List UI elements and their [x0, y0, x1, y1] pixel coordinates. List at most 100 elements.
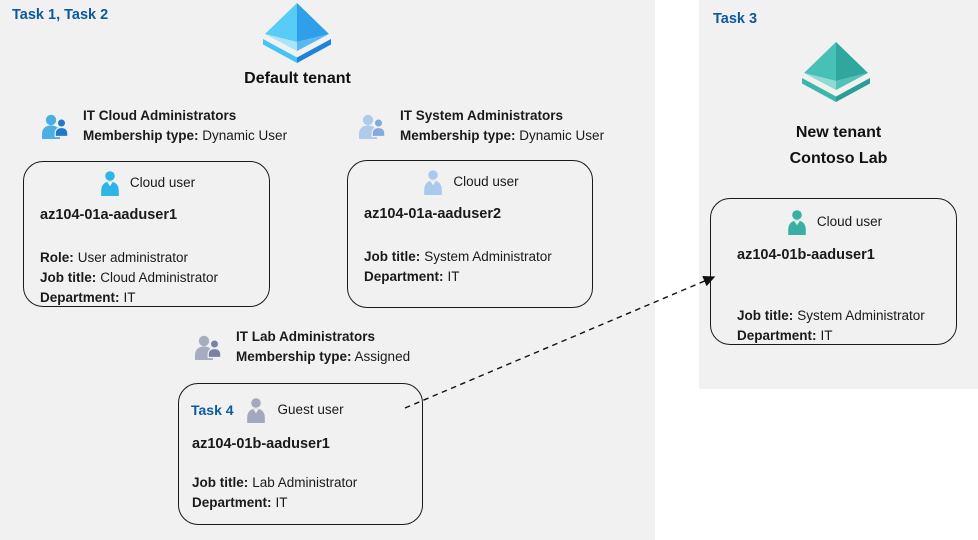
user-type-label: Guest user — [277, 402, 344, 417]
pyramid-base — [263, 39, 297, 63]
pyramid-face — [265, 3, 297, 42]
guest-user-icon — [246, 397, 265, 423]
person-collar — [107, 181, 113, 186]
field-label: Department: — [40, 290, 120, 305]
new-tenant-name-line1: New tenant — [795, 124, 882, 141]
azure-ad-tenant-icon-teal — [802, 42, 870, 102]
pyramid-base — [802, 78, 836, 102]
group-people-icon — [195, 335, 222, 360]
field-value: IT — [820, 328, 833, 343]
username: az104-01b-aaduser1 — [737, 247, 875, 263]
group-membership: Membership type: Assigned — [236, 347, 410, 367]
person-head — [56, 117, 67, 128]
person-head — [209, 338, 220, 349]
pyramid-face — [297, 34, 329, 51]
field-row: Job title:System Administrator — [364, 247, 592, 267]
person-body — [101, 181, 119, 196]
field-value: System Administrator — [797, 308, 925, 323]
pyramid-face — [804, 42, 836, 81]
person-collar — [252, 408, 259, 413]
person-head — [428, 169, 439, 180]
field-value: IT — [123, 290, 136, 305]
default-tenant-panel — [0, 0, 655, 540]
field-row: Department:IT — [364, 267, 592, 287]
username: az104-01a-aaduser2 — [364, 206, 502, 222]
field-value: IT — [275, 495, 288, 510]
field-label: Job title: — [737, 308, 794, 323]
person-body — [788, 220, 806, 235]
person-head — [373, 117, 384, 128]
person-body — [424, 180, 443, 195]
group-people-icon — [42, 114, 69, 139]
field-label: Department: — [192, 495, 272, 510]
card-header: Task 4 Guest user — [179, 396, 422, 423]
person-head — [250, 397, 261, 408]
field-row: Department:IT — [192, 493, 422, 513]
username: az104-01b-aaduser1 — [192, 436, 330, 452]
person-body — [54, 126, 69, 137]
card-header: Cloud user — [24, 169, 269, 196]
membership-label: Membership type: — [400, 128, 516, 143]
field-label: Job title: — [364, 249, 421, 264]
field-row: Job title:System Administrator — [737, 306, 956, 326]
person-head — [198, 335, 210, 346]
person-body — [246, 408, 265, 423]
field-row: Job title:Cloud Administrator — [40, 268, 269, 288]
group-membership: Membership type: Dynamic User — [83, 126, 287, 146]
field-label: Role: — [40, 250, 74, 265]
field-label: Job title: — [40, 270, 97, 285]
membership-value: Dynamic User — [202, 128, 288, 143]
person-head — [105, 170, 115, 181]
group-text: IT System Administrators Membership type… — [400, 106, 604, 146]
person-body — [371, 126, 386, 137]
group-it-cloud-administrators: IT Cloud Administrators Membership type:… — [40, 106, 287, 146]
azure-ad-tenant-icon — [263, 3, 331, 63]
pyramid-face — [265, 34, 297, 51]
task-4-label: Task 4 — [191, 401, 234, 418]
person-head — [45, 114, 57, 125]
new-tenant-name-line2: Contoso Lab — [789, 150, 888, 167]
field-row: Department:IT — [737, 326, 956, 346]
user-fields: Role:User administrator Job title:Cloud … — [40, 248, 269, 308]
pyramid-face — [297, 3, 329, 42]
field-row: Department:IT — [40, 288, 269, 308]
default-tenant-name: Default tenant — [244, 70, 351, 87]
person-collar — [430, 180, 437, 185]
group-title: IT Lab Administrators — [236, 329, 376, 344]
task-3-label: Task 3 — [713, 11, 758, 27]
username: az104-01a-aaduser1 — [40, 207, 178, 223]
pyramid-face — [804, 73, 836, 90]
card-header: Cloud user — [711, 208, 956, 235]
user-type-label: Cloud user — [129, 175, 196, 190]
cloud-user-icon — [788, 209, 806, 235]
person-head — [792, 209, 802, 220]
field-label: Department: — [737, 328, 817, 343]
card-header: Cloud user — [348, 168, 592, 195]
field-value: IT — [447, 269, 460, 284]
group-title: IT System Administrators — [400, 108, 564, 123]
membership-value: Dynamic User — [519, 128, 605, 143]
field-value: Lab Administrator — [252, 475, 358, 490]
pyramid-face — [836, 42, 868, 81]
person-body — [207, 347, 222, 358]
membership-label: Membership type: — [83, 128, 199, 143]
field-row: Role:User administrator — [40, 248, 269, 268]
guest-user-card: Task 4 Guest user az104-01b-aaduser1 Job… — [178, 383, 423, 525]
person-head — [362, 114, 374, 125]
membership-label: Membership type: — [236, 349, 352, 364]
user-type-label: Cloud user — [816, 214, 883, 229]
field-value: User administrator — [77, 250, 189, 265]
pyramid-face — [836, 73, 868, 90]
pyramid-base — [297, 39, 331, 63]
user-fields: Job title:Lab Administrator Department:I… — [192, 473, 422, 513]
person-collar — [794, 220, 800, 225]
group-title: IT Cloud Administrators — [83, 108, 237, 123]
group-it-lab-administrators: IT Lab Administrators Membership type: A… — [193, 327, 410, 367]
group-membership: Membership type: Dynamic User — [400, 126, 604, 146]
group-people-icon — [359, 114, 386, 139]
field-label: Job title: — [192, 475, 249, 490]
user-fields: Job title:System Administrator Departmen… — [737, 306, 956, 346]
user-card-aaduser2: Cloud user az104-01a-aaduser2 Job title:… — [347, 160, 593, 308]
group-it-system-administrators: IT System Administrators Membership type… — [357, 106, 604, 146]
